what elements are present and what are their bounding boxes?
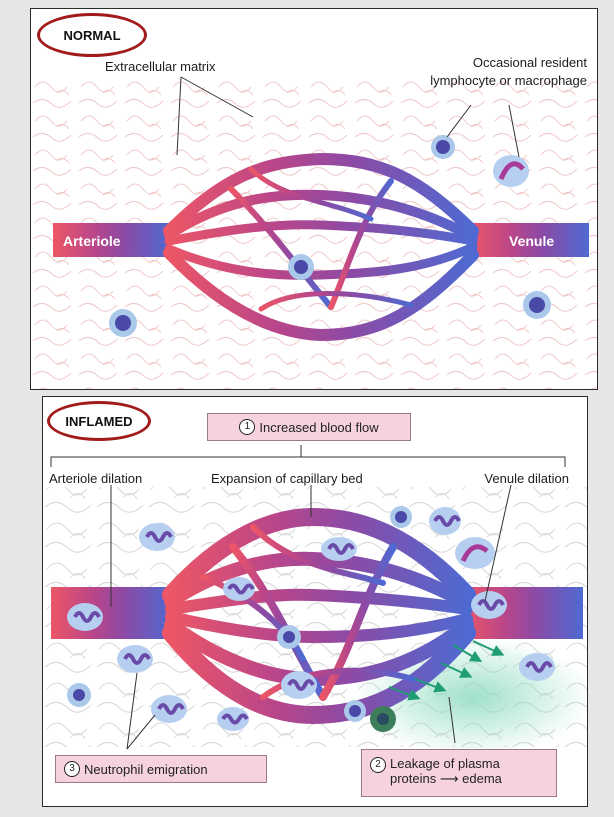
lymphocyte-cell [344,700,366,722]
normal-oval-label: NORMAL [37,13,147,57]
arteriole-label: Arteriole [63,233,121,249]
neutrophil-cell [281,671,317,699]
neutrophil-cell [429,507,461,535]
step1-box: 1 Increased blood flow [207,413,411,441]
neutrophil-cell [321,537,357,561]
leukocytes [67,506,555,732]
neutrophil-cell [151,695,187,723]
lymphocyte-cell [370,706,396,732]
step2-text-edema: edema [462,771,502,786]
neutrophil-cell [471,591,507,619]
step2-arrow-icon: ⟶ [439,771,459,786]
step3-text: Neutrophil emigration [84,761,208,777]
capillary-bed-expanded [51,507,583,725]
neutrophil-cell [217,707,249,731]
venule-dilation-label: Venule dilation [484,471,569,486]
neutrophil-cell [139,523,175,551]
lymphocyte-cell [277,625,301,649]
leakage-arrows [388,640,505,701]
leader-lines [176,76,520,158]
arteriole-vessel [53,223,171,257]
neutrophil-cell [519,653,555,681]
neutrophil-cell [223,577,255,601]
venule-vessel [471,223,589,257]
arteriole-dilation-label: Arteriole dilation [49,471,143,486]
leader-lines [50,445,566,750]
macrophage-cell [455,537,495,569]
capillary-bed [53,152,589,342]
step3-number: 3 [64,761,80,777]
step2-text-block: Leakage of plasma proteins ⟶ edema [390,756,502,786]
resident-cells [109,135,551,337]
normal-panel: NORMAL Extracellular matrix Occasional r… [30,8,598,390]
inflamed-panel: INFLAMED 1 Increased blood flow Arteriol… [42,396,588,807]
step2-box: 2 Leakage of plasma proteins ⟶ edema [361,749,557,797]
step3-box: 3 Neutrophil emigration [55,755,267,783]
resident-cell-label-line1: Occasional resident [472,55,587,70]
inflamed-vessel-diagram [43,445,587,757]
lymphocyte-cell [390,506,412,528]
normal-vessel-diagram [31,76,597,389]
step2-text-proteins: proteins [390,771,437,786]
step2-number: 2 [370,757,386,773]
neutrophil-cell [67,603,103,631]
lymphocyte-cell [67,683,91,707]
venule-label: Venule [509,233,555,249]
capillary-expansion-label: Expansion of capillary bed [211,471,363,486]
step1-number: 1 [239,419,256,435]
step1-text: Increased blood flow [259,419,379,435]
inflamed-oval-label: INFLAMED [47,401,151,441]
neutrophil-cell [117,645,153,673]
extracellular-matrix-label: Extracellular matrix [105,59,216,74]
resident-cell-label-line2: lymphocyte or macrophage [430,73,587,88]
step2-text-line1: Leakage of plasma [390,756,500,771]
